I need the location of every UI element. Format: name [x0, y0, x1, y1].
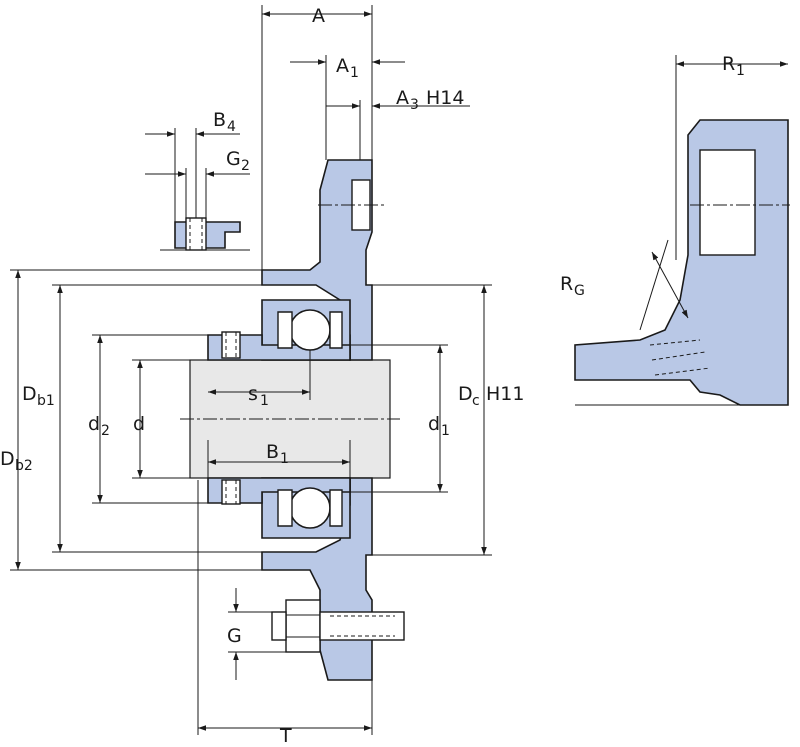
label-d: d [133, 413, 145, 435]
svg-text:G: G [574, 283, 585, 299]
ball-lower [289, 487, 331, 529]
label-T: T [279, 725, 292, 747]
svg-text:H14: H14 [426, 87, 464, 109]
svg-text:1: 1 [350, 65, 359, 81]
dimensions [10, 5, 788, 735]
svg-text:1: 1 [280, 451, 289, 467]
mounting-bolt [271, 599, 405, 653]
label-Db2: D [0, 448, 15, 470]
label-G2: G [226, 148, 241, 170]
svg-text:1: 1 [441, 423, 450, 439]
flange-detail-view [574, 119, 790, 406]
label-d1: d [428, 413, 440, 435]
dimension-labels: A A 1 A 3 H14 B 4 G 2 D b1 D b2 d 2 d s … [0, 5, 745, 747]
main-section-view [180, 159, 405, 681]
svg-text:1: 1 [736, 63, 745, 79]
svg-text:b1: b1 [37, 393, 55, 409]
label-Dc: D [458, 383, 473, 405]
label-G: G [227, 625, 242, 647]
label-s1: s [248, 383, 258, 405]
label-RG: R [560, 273, 573, 295]
flange-detail-body [574, 119, 789, 406]
svg-text:3: 3 [410, 97, 419, 113]
set-screw-detail [160, 217, 250, 251]
svg-text:2: 2 [101, 423, 110, 439]
svg-text:b2: b2 [15, 458, 33, 474]
ball-upper [289, 309, 331, 351]
label-R1: R [722, 53, 735, 75]
svg-text:1: 1 [260, 393, 269, 409]
label-B1: B [266, 441, 279, 463]
svg-text:2: 2 [241, 158, 250, 174]
label-B4: B [213, 109, 226, 131]
svg-text:H11: H11 [486, 383, 524, 405]
label-A: A [312, 5, 325, 27]
label-Db1: D [22, 383, 37, 405]
svg-text:c: c [472, 393, 480, 409]
svg-text:4: 4 [227, 119, 236, 135]
label-d2: d [88, 413, 100, 435]
label-A1: A [336, 55, 349, 77]
label-A3: A [396, 87, 409, 109]
